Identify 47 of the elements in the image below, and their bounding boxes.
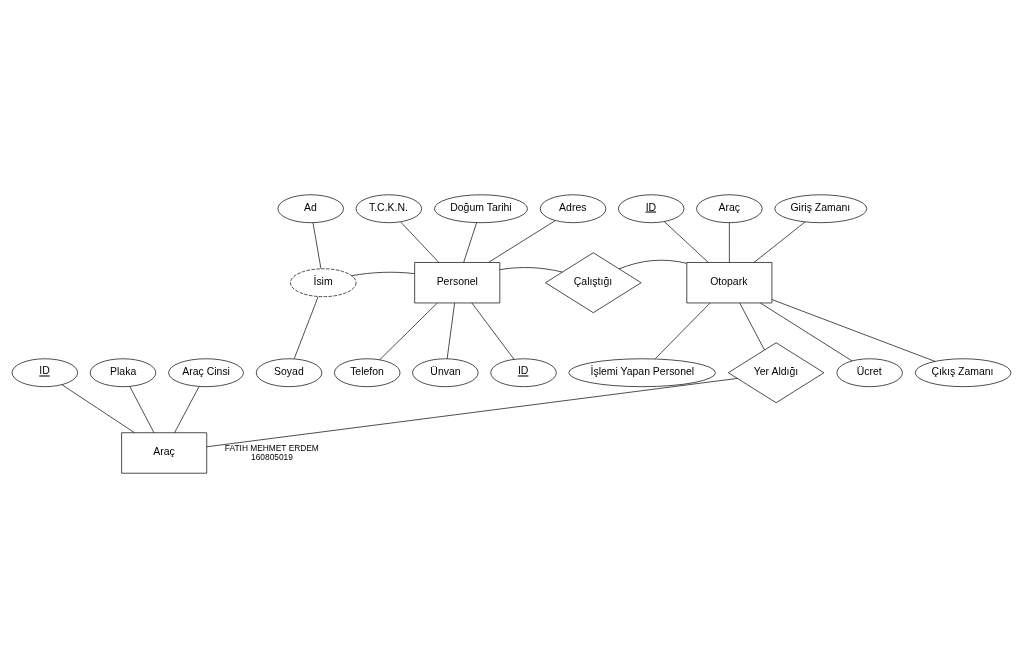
connector: [654, 302, 711, 360]
connector: [174, 386, 200, 434]
connector: [739, 302, 765, 351]
connector: [488, 220, 556, 263]
node-ellipse: Araç: [696, 194, 763, 224]
connector: [206, 378, 738, 448]
connector: [471, 302, 515, 360]
connector: [499, 267, 563, 273]
connector: [771, 299, 936, 362]
node-ellipse: ID: [618, 194, 685, 224]
connector: [129, 386, 155, 434]
node-ellipse: T.C.K.N.: [355, 194, 422, 224]
node-box: Personel: [414, 262, 501, 304]
node-ellipse: Ad: [277, 194, 344, 224]
node-ellipse: İsim: [290, 268, 357, 298]
node-ellipse: Plaka: [89, 358, 157, 388]
label: 160805019: [251, 451, 293, 462]
node-ellipse: Adres: [539, 194, 607, 224]
node-ellipse: Araç Cinsi: [168, 358, 244, 388]
node-ellipse: Çıkış Zamanı: [914, 358, 1012, 388]
connector: [312, 222, 322, 270]
node-diamond: Çalıştığı: [545, 252, 642, 314]
node-box: Araç: [121, 432, 208, 474]
node-diamond: Yer Aldığı: [728, 342, 825, 404]
label: FATIH MEHMET ERDEM: [224, 442, 319, 453]
connector: [400, 221, 440, 263]
connector: [351, 271, 415, 277]
connector: [663, 221, 709, 263]
node-ellipse: İşlemi Yapan Personel: [568, 358, 716, 388]
connector: [293, 296, 319, 360]
node-ellipse: ID: [11, 358, 78, 388]
node-ellipse: ID: [490, 358, 557, 388]
connector: [753, 221, 806, 263]
connector: [463, 222, 477, 263]
node-ellipse: Doğum Tarihi: [434, 194, 528, 224]
connector: [61, 384, 135, 433]
connector: [760, 302, 853, 362]
connector: [446, 302, 455, 360]
node-box: Otopark: [686, 262, 773, 304]
node-ellipse: Giriş Zamanı: [774, 194, 868, 224]
node-ellipse: Soyad: [255, 358, 323, 388]
node-ellipse: Telefon: [334, 358, 401, 388]
node-ellipse: Ünvan: [412, 358, 479, 388]
node-ellipse: Ücret: [836, 358, 903, 388]
connector: [618, 259, 688, 270]
connector: [379, 302, 438, 361]
connector: [729, 222, 730, 263]
